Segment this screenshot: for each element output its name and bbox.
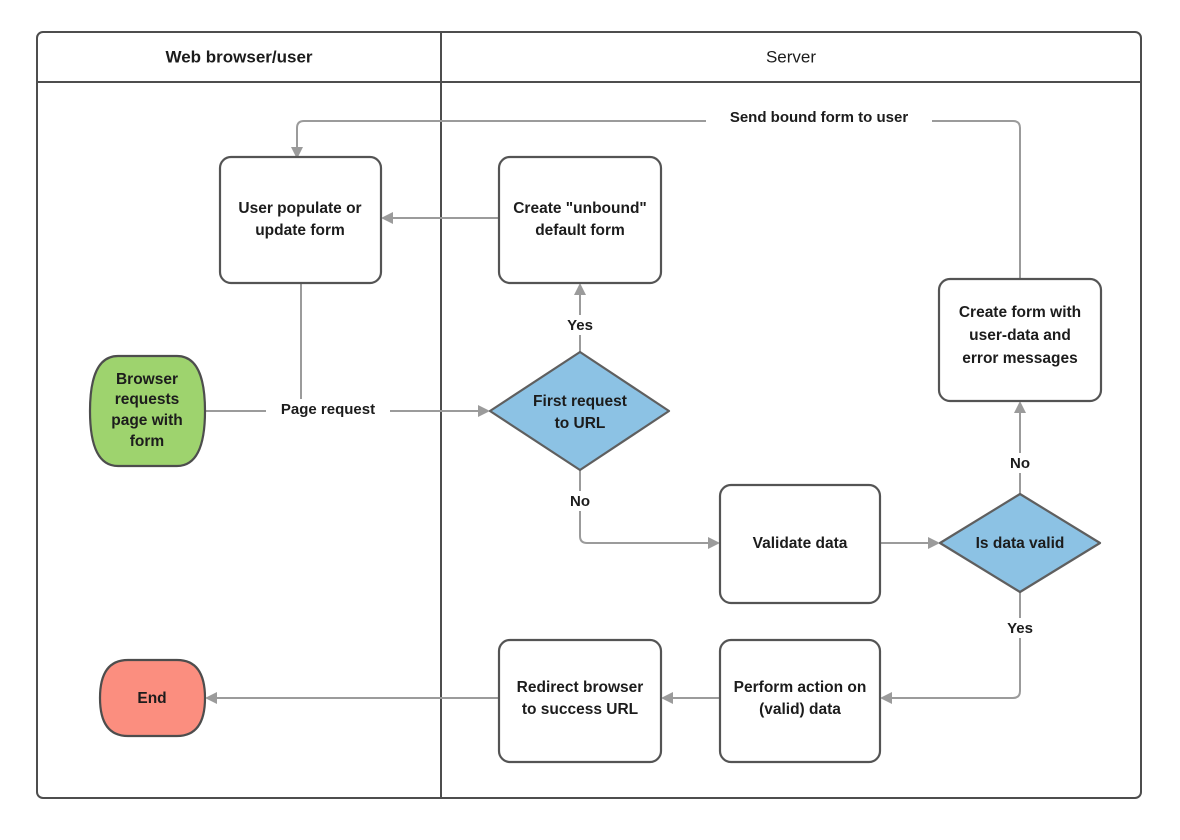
edge-first-no-label-bg xyxy=(558,491,602,511)
node-first-request-line-1: to URL xyxy=(555,415,606,432)
edge-valid-yes-path xyxy=(889,592,1021,699)
node-validate-data[interactable]: Validate data xyxy=(718,483,882,605)
node-validate-data-label: Validate data xyxy=(753,535,848,552)
node-browser-requests-line-0: Browser xyxy=(116,371,178,388)
node-is-data-valid-shape[interactable] xyxy=(938,492,1102,594)
node-redirect-browser-line-1: to success URL xyxy=(522,701,638,718)
node-create-unbound-line-0: Create "unbound" xyxy=(513,200,647,217)
node-create-form-errors-line-2: error messages xyxy=(962,350,1077,367)
edge-valid-no-label-bg xyxy=(998,453,1042,473)
lane-title-web-browser: Web browser/user xyxy=(165,47,312,66)
node-perform-action-line-1: (valid) data xyxy=(759,701,841,718)
edge-first-no-path xyxy=(579,470,711,544)
node-create-form-errors-line-0: Create form with xyxy=(959,304,1081,321)
node-browser-requests[interactable]: Browser requests page with form xyxy=(88,354,207,468)
edge-valid-no-arrowhead xyxy=(1014,401,1026,413)
node-is-data-valid-label: Is data valid xyxy=(976,535,1065,552)
node-browser-requests-line-1: requests xyxy=(115,391,180,408)
node-first-request-shape[interactable] xyxy=(488,350,671,472)
edge-page-request-label-bg xyxy=(266,399,390,419)
node-browser-requests-line-2: page with xyxy=(111,412,182,429)
node-end-shape[interactable] xyxy=(98,658,207,738)
node-user-populate-line-1: update form xyxy=(255,222,345,239)
edge-first-no-label: No xyxy=(570,493,590,510)
edge-validate-to-valid-arrowhead xyxy=(928,537,940,549)
node-perform-action-shape[interactable] xyxy=(718,638,882,764)
edge-first-no-arrowhead xyxy=(708,537,720,549)
lane-title-server: Server xyxy=(766,47,816,66)
node-create-unbound-shape[interactable] xyxy=(497,155,663,285)
node-browser-requests-line-3: form xyxy=(130,433,164,450)
edge-send-bound-form-label-bg xyxy=(706,107,932,127)
edge-first-yes-arrowhead xyxy=(574,283,586,295)
node-user-populate-shape[interactable] xyxy=(218,155,383,285)
node-layer: Browser requests page with form User pop… xyxy=(88,155,1103,764)
node-user-populate-line-0: User populate or xyxy=(238,200,361,217)
node-create-unbound-line-1: default form xyxy=(535,222,625,239)
node-redirect-browser-line-0: Redirect browser xyxy=(517,679,644,696)
edge-page-request-arrowhead xyxy=(478,405,490,417)
node-is-data-valid[interactable]: Is data valid xyxy=(938,492,1102,594)
node-end[interactable]: End xyxy=(98,658,207,738)
edge-send-bound-form-arrowhead xyxy=(291,147,303,159)
node-create-form-errors-line-1: user-data and xyxy=(969,327,1071,344)
node-perform-action[interactable]: Perform action on (valid) data xyxy=(718,638,882,764)
edge-valid-yes-label-bg xyxy=(998,618,1042,638)
edge-valid-yes-label: Yes xyxy=(1007,620,1033,637)
node-create-form-errors-shape[interactable] xyxy=(937,277,1103,403)
node-perform-action-line-0: Perform action on xyxy=(734,679,867,696)
node-browser-requests-shape[interactable] xyxy=(88,354,207,468)
edge-send-bound-form-label: Send bound form to user xyxy=(730,109,908,126)
edge-valid-yes-arrowhead xyxy=(880,692,892,704)
node-user-populate[interactable]: User populate or update form xyxy=(218,155,383,285)
node-first-request[interactable]: First request to URL xyxy=(488,350,671,472)
node-end-label: End xyxy=(137,690,166,707)
node-redirect-browser-shape[interactable] xyxy=(497,638,663,764)
edge-redirect-to-end-arrowhead xyxy=(205,692,217,704)
node-create-unbound[interactable]: Create "unbound" default form xyxy=(497,155,663,285)
edge-first-yes-label-bg xyxy=(558,315,602,335)
node-first-request-line-0: First request xyxy=(533,393,627,410)
node-validate-data-shape[interactable] xyxy=(718,483,882,605)
edge-action-to-redirect-arrowhead xyxy=(661,692,673,704)
edge-layer: Send bound form to user Page request Yes… xyxy=(205,107,1042,704)
node-create-form-errors[interactable]: Create form with user-data and error mes… xyxy=(937,277,1103,403)
edge-first-yes-label: Yes xyxy=(567,317,593,334)
edge-unbound-to-user-arrowhead xyxy=(381,212,393,224)
edge-page-request-label: Page request xyxy=(281,401,375,418)
edge-send-bound-form-path xyxy=(296,120,1021,279)
edge-valid-no-label: No xyxy=(1010,455,1030,472)
node-redirect-browser[interactable]: Redirect browser to success URL xyxy=(497,638,663,764)
